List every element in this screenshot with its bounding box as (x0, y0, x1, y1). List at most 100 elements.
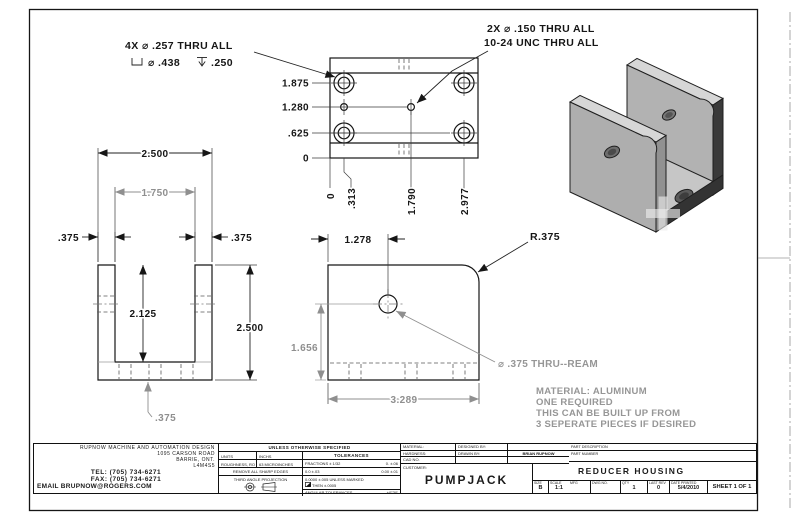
units-value: INCHS (259, 454, 272, 459)
company-email: EMAIL BRUPNOW@ROGERS.COM (37, 483, 152, 490)
dim-0-left: 0 (303, 154, 309, 165)
date-printed-label: DATE PRINTED (671, 481, 697, 485)
note-line-3: THIS CAN BE BUILT UP FROM (536, 408, 680, 419)
tap-leader (416, 50, 489, 104)
drawn-by-label: DRAWN BY: (456, 451, 507, 458)
qty-value: 1 (632, 485, 636, 491)
roughness-label: ROUGHNESS, RO (221, 460, 257, 467)
dim-313: .313 (347, 188, 358, 209)
date-printed-value: 5/4/2010 (677, 485, 700, 491)
notes-block: MATERIAL: ALUMINUM ONE REQUIRED THIS CAN… (536, 386, 696, 430)
cbore-callout-depth: .250 (211, 57, 233, 69)
specs-header: UNLESS OTHERWISE SPECIFIED (219, 444, 400, 452)
designed-by-label: DESIGNED BY: (456, 444, 507, 451)
ream-leader (395, 310, 496, 363)
units-label: UNITS (219, 452, 257, 459)
tol-two-place: 0.0 ±.03 (305, 469, 320, 474)
tap-callout-line1: 2X ⌀ .150 THRU ALL (487, 23, 595, 35)
sharp-edges-note: REMOVE ALL SHARP EDGES (219, 468, 302, 476)
note-line-4: 3 SEPERATE PIECES IF DESIRED (536, 419, 696, 430)
dim-front-width: 2.500 (141, 149, 168, 160)
ream-note: ⌀ .375 THRU--REAM (498, 359, 598, 370)
tol-marked: THEN ±.0005 (312, 483, 337, 488)
dim-hole-offset: 1.278 (344, 235, 371, 246)
front-view: 2.500 1.750 .375 .375 2.125 2.500 .375 (56, 148, 264, 426)
cbore-callout-line1: 4X ⌀ .257 THRU ALL (125, 40, 233, 52)
tap-callout: 2X ⌀ .150 THRU ALL 10-24 UNC THRU ALL (416, 23, 599, 104)
last-rev-value: 0 (656, 485, 661, 491)
dim-2977: 2.977 (460, 188, 471, 215)
title-block: RUPNOW MACHINE AND AUTOMATION DESIGN 109… (33, 443, 757, 496)
dim-front-inner-width: 1.750 (141, 188, 168, 199)
dim-front-height: 2.500 (236, 323, 263, 334)
last-rev-label: LAST REV (649, 481, 666, 485)
sheet-number: SHEET 1 OF 1 (712, 484, 752, 490)
dim-wall-left: .375 (58, 233, 79, 244)
dim-inner-depth: 2.125 (129, 309, 156, 320)
third-angle-projection-icon (243, 482, 277, 492)
depth-icon (197, 57, 207, 67)
cbore-callout-dia: ⌀ .438 (148, 57, 180, 69)
watermark-plus (646, 196, 680, 231)
customer-label: CUSTOMER: (403, 465, 427, 470)
marked-flag-icon (305, 482, 311, 487)
specs-block: UNLESS OTHERWISE SPECIFIED UNITS INCHS R… (219, 444, 401, 496)
dim-corner-radius: R.375 (530, 231, 560, 243)
dim-1875: 1.875 (282, 79, 309, 90)
note-line-2: ONE REQUIRED (536, 397, 613, 408)
hardness-label: HARDNESS: (401, 451, 455, 458)
dim-1280: 1.280 (282, 103, 309, 114)
front-hidden-holes (97, 295, 213, 379)
dim-side-width: 3.289 (390, 395, 417, 406)
dim-wall-right: .375 (231, 233, 252, 244)
part-description-value: REDUCER HOUSING (569, 462, 756, 481)
hidden-lines-top-band (398, 59, 410, 157)
angular-tol-value: ±0°30' (386, 490, 398, 495)
dim-1790: 1.790 (407, 188, 418, 215)
side-view: 1.278 R.375 1.656 3.289 ⌀ .375 THRU--REA… (289, 231, 598, 408)
counterbore-callout: 4X ⌀ .257 THRU ALL ⌀ .438 .250 (125, 40, 336, 78)
bottom-ordinate-lines (329, 111, 465, 189)
note-line-1: MATERIAL: ALUMINUM (536, 386, 647, 397)
dim-625: .625 (288, 129, 309, 140)
tap-callout-line2: 10-24 UNC THRU ALL (484, 37, 599, 49)
tol-one-place: 0. ±.06 (385, 461, 398, 466)
company-block: RUPNOW MACHINE AND AUTOMATION DESIGN 109… (34, 444, 219, 493)
projection-label: THIRD ANGLE PROJECTION (233, 477, 288, 482)
company-tel: TEL: (705) 734-6271 (90, 469, 162, 476)
qty-label: QTY (622, 481, 630, 485)
tol-fractions: FRACTIONS ± 1/32 (305, 461, 341, 466)
tolerances-header: TOLERANCES (303, 452, 400, 460)
isometric-view (568, 57, 725, 233)
company-addr3: L4M4S5 (193, 463, 215, 469)
part-number-label: PART NUMBER (569, 451, 756, 462)
part-name: PUMPJACK (424, 473, 509, 487)
company-addr1: 1095 CARSON ROAD (157, 451, 215, 457)
cbore-leader (253, 51, 336, 78)
company-fax: FAX: (705) 734-6271 (90, 476, 162, 483)
material-label: MATERIAL: (401, 444, 455, 451)
dwg-no-label: DWG NO. (592, 481, 608, 485)
cad-no-label: CAD NO. (403, 457, 420, 463)
tol-four-place: 0.0000 ±.005 UNLESS MARKED (305, 477, 364, 482)
company-name: RUPNOW MACHINE AND AUTOMATION DESIGN (79, 445, 215, 451)
dim-hole-height: 1.656 (291, 343, 318, 354)
part-description-label: PART DESCRIPTION (569, 444, 756, 451)
scale-value: 1:1 (555, 485, 563, 491)
tol-three-place: 0.00 ±.01 (381, 469, 398, 474)
part-block: PART DESCRIPTION PART NUMBER REDUCER HOU… (569, 444, 756, 493)
side-hidden-holes (348, 364, 466, 379)
fields-block: MATERIAL: HARDNESS: CAD NO. DESIGNED BY:… (401, 444, 569, 493)
company-addr2: BARRIE, ONT. (176, 457, 215, 463)
angular-tol-label: ANGULAR TOLERANCES (305, 490, 353, 495)
size-label: SIZE (534, 481, 542, 485)
left-ordinate-lines (312, 82, 450, 159)
drawn-by-value: BRIAN RUPNOW (508, 451, 569, 458)
counterbore-holes (331, 70, 477, 146)
radius-leader (477, 241, 529, 273)
dim-base-thickness: .375 (155, 413, 176, 424)
mfg-label: MFG (570, 481, 578, 485)
dim-0-bottom: 0 (326, 193, 337, 199)
